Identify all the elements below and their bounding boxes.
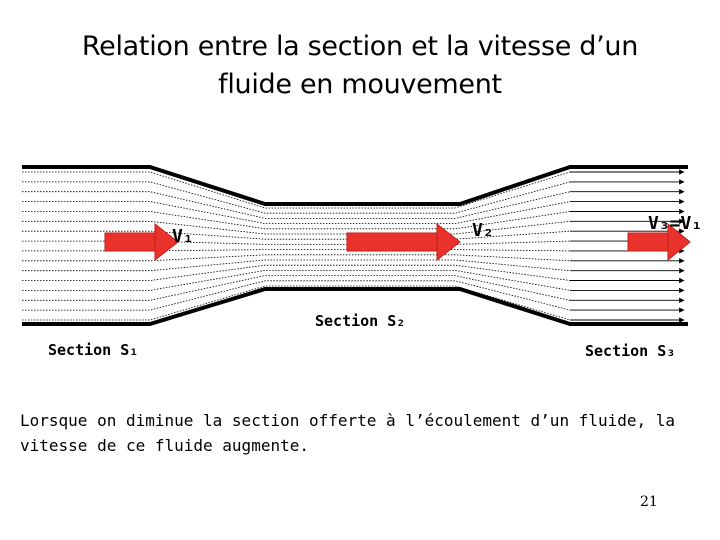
streamline: [22, 201, 571, 225]
caption: Lorsque on diminue la section offerte à …: [20, 408, 700, 458]
streamline: [22, 181, 571, 214]
velocity-arrow-v1: [104, 222, 179, 262]
streamline: [22, 275, 571, 301]
streamline: [22, 211, 571, 230]
streamline: [22, 259, 571, 272]
label-v3: V₃=V₁: [648, 213, 702, 234]
streamline: [22, 269, 571, 291]
label-v2: V₂: [472, 220, 494, 241]
streamline: [22, 254, 571, 262]
label-section-s3: Section S₃: [585, 342, 675, 360]
label-section-s2: Section S₂: [315, 312, 405, 330]
streamline: [22, 220, 571, 235]
pipe-top-wall: [22, 165, 688, 206]
caption-line-2: vitesse de ce fluide augmente.: [20, 436, 309, 455]
caption-line-1: Lorsque on diminue la section offerte à …: [20, 411, 676, 430]
streamline: [22, 240, 571, 245]
pipe-bottom-wall: [22, 287, 688, 326]
streamline: [22, 230, 571, 240]
streamline: [22, 264, 571, 281]
velocity-arrow-v3: [627, 222, 691, 262]
velocity-arrow-v2: [346, 222, 461, 262]
streamlines: [22, 169, 685, 323]
label-v1: V₁: [172, 226, 194, 247]
page-number: 21: [640, 494, 658, 510]
streamline: [22, 285, 571, 321]
title-line-1: Relation entre la section et la vitesse …: [81, 31, 639, 62]
slide-title: Relation entre la section et la vitesse …: [0, 28, 720, 104]
streamline: [22, 171, 571, 209]
streamline: [22, 191, 571, 219]
label-section-s1: Section S₁: [48, 341, 138, 359]
streamline: [22, 280, 571, 311]
title-line-2: fluide en mouvement: [218, 69, 502, 100]
streamline: [22, 249, 571, 252]
